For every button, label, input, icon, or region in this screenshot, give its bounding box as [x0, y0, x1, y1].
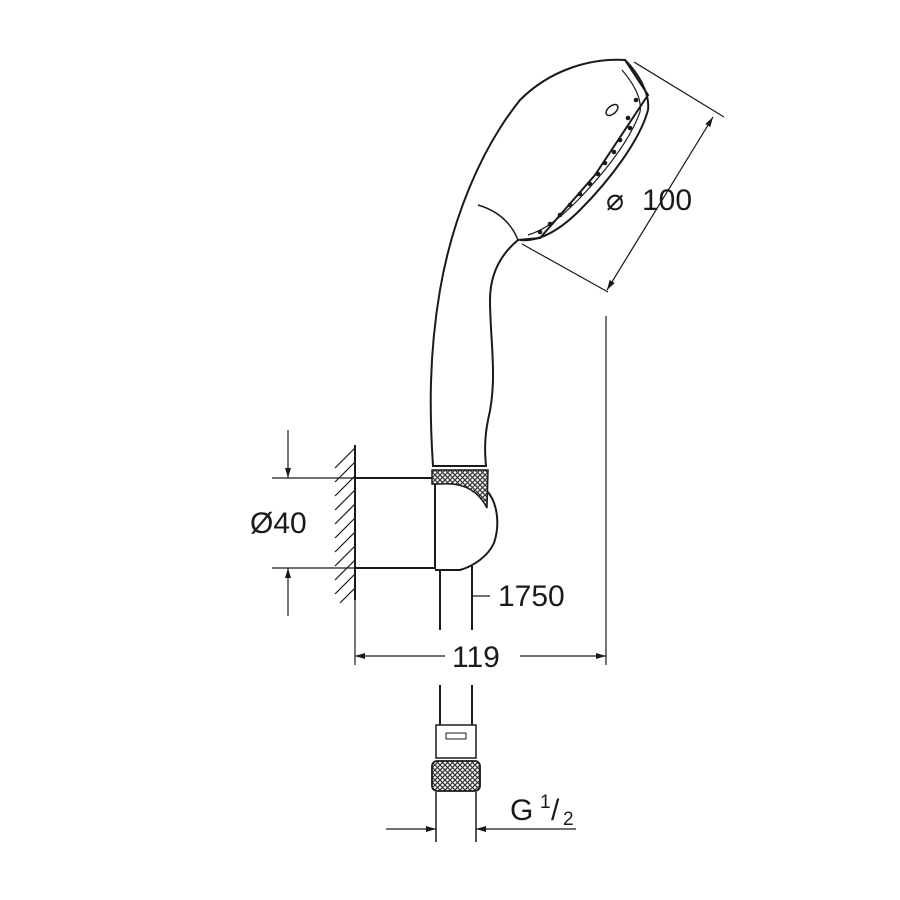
thread-denominator: 2 — [563, 809, 574, 830]
holder-diameter-label: Ø40 — [250, 507, 307, 540]
hose-length-dimension: 1750 — [472, 580, 565, 613]
hose-upper — [439, 566, 473, 630]
holder-diameter-dimension: Ø40 — [250, 430, 355, 616]
head-diameter-value: 100 — [642, 184, 692, 217]
head-diameter-dimension: ⌀ 100 — [521, 61, 725, 293]
wall — [334, 445, 356, 604]
wall-holder — [355, 469, 499, 571]
hose-length-value: 1750 — [498, 580, 565, 613]
projection-dimension: 119 — [354, 316, 607, 674]
projection-value: 119 — [452, 641, 500, 674]
ferrule — [435, 724, 477, 759]
hose-end-fitting — [431, 685, 481, 842]
holder-knurl — [431, 469, 489, 509]
thread-prefix: G — [510, 794, 533, 827]
handle-outline — [429, 58, 650, 467]
spray-mode-indicator — [605, 103, 619, 117]
thread-numerator: 1 — [540, 792, 551, 813]
handle-head-seam — [477, 204, 519, 241]
head-face — [519, 59, 650, 242]
thread-slash: / — [551, 794, 560, 827]
ferrule-logo — [445, 732, 467, 740]
hand-shower — [429, 58, 650, 467]
thread-dimension: G 1 / 2 — [386, 792, 576, 832]
wall-hatching — [334, 447, 356, 604]
head-diameter-symbol: ⌀ — [606, 184, 624, 217]
knurled-nut — [431, 760, 481, 792]
